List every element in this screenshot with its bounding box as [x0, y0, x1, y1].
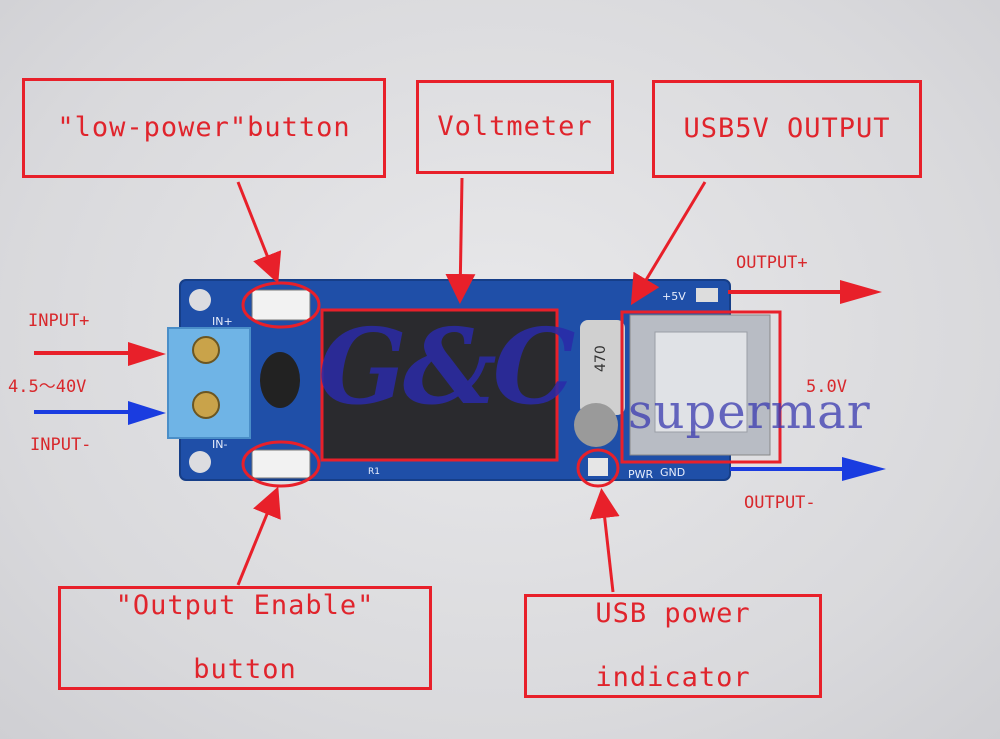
transistor: [260, 352, 300, 408]
arrow-low-power: [236, 181, 282, 284]
capacitor-value: 470: [593, 345, 609, 372]
label-output-voltage: 5.0V: [806, 377, 847, 397]
label-input-range: 4.5～40V: [8, 377, 86, 397]
usb-power-led-highlight: [576, 448, 620, 488]
usb-port-slot: [654, 331, 748, 433]
arrow-input-minus-head: [128, 401, 166, 425]
silk-plus5v: +5V: [662, 290, 686, 303]
callout-output-enable: "Output Enable" button: [58, 586, 432, 690]
screw-top: [192, 336, 220, 364]
arrow-output-enable: [236, 486, 281, 586]
silk-in-minus: IN-: [212, 438, 227, 451]
screw-terminal: [167, 327, 251, 439]
label-output-minus: OUTPUT-: [744, 493, 816, 513]
callout-usb-output: USB5V OUTPUT: [652, 80, 922, 178]
capacitor: [574, 403, 618, 447]
usb-port-highlight: [620, 310, 782, 464]
voltmeter-display: [320, 308, 559, 462]
output-enable-button[interactable]: [251, 449, 311, 479]
callout-low-power: "low-power"button: [22, 78, 386, 178]
arrow-usb-indicator: [589, 488, 620, 593]
capacitor-body: [580, 320, 625, 415]
arrow-input-plus-head: [128, 342, 166, 366]
arrow-usb-output: [630, 181, 707, 306]
arrow-output-minus-head: [842, 457, 886, 481]
label-input-minus: INPUT-: [30, 435, 91, 455]
callout-output-enable-line2: button: [193, 654, 297, 685]
callout-output-enable-line1: "Output Enable": [115, 590, 375, 621]
arrow-output-plus-head: [840, 280, 882, 304]
silk-pwr: PWR: [628, 468, 654, 481]
silk-r1: R1: [368, 467, 380, 477]
watermark-logo: G&C: [318, 305, 575, 428]
callout-usb-indicator-line2: indicator: [595, 662, 751, 693]
label-input-plus: INPUT+: [28, 311, 89, 331]
screw-bottom: [192, 391, 220, 419]
mount-hole-bottom: [189, 451, 211, 473]
silk-in-plus: IN+: [212, 315, 233, 328]
callout-low-power-text: "low-power"button: [57, 112, 351, 143]
low-power-button[interactable]: [251, 289, 311, 321]
callout-usb-output-text: USB5V OUTPUT: [683, 113, 891, 144]
callout-voltmeter: Voltmeter: [416, 80, 614, 174]
watermark-text: supermar: [628, 384, 871, 440]
output-enable-highlight: [241, 440, 321, 488]
callout-usb-indicator: USB power indicator: [524, 594, 822, 698]
label-output-plus: OUTPUT+: [736, 253, 808, 273]
mount-hole-top: [189, 289, 211, 311]
callout-voltmeter-text: Voltmeter: [437, 111, 593, 142]
plus5v-pad: [696, 288, 718, 302]
usb-power-led: [588, 458, 608, 476]
arrow-voltmeter: [445, 177, 476, 304]
silk-gnd: GND: [660, 466, 685, 479]
callout-usb-indicator-line1: USB power: [595, 598, 751, 629]
